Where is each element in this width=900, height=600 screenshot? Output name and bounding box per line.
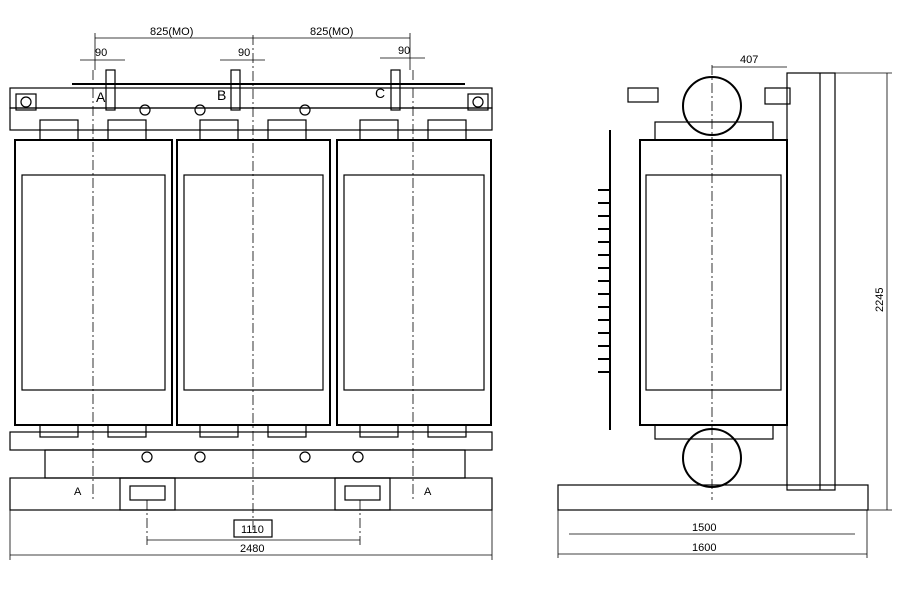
phase-label-a: A [96,89,106,105]
dim-pitch-left: 825(MO) [150,26,193,38]
dim-offset-a: 90 [95,47,107,59]
coil-c [336,119,492,438]
section-mark-left: A [74,486,82,498]
dim-overall-width: 1600 [692,542,716,554]
coil-a [14,119,173,438]
side-coil [639,139,788,426]
front-view: 825(MO) 825(MO) 90 90 90 A B C A A 1110 … [9,26,493,560]
bottom-yoke [44,449,466,479]
terminal-b [230,69,241,111]
dim-wheel-gauge-side: 1500 [692,522,716,534]
terminal-a [105,69,116,111]
top-clamp [9,87,493,109]
bottom-clamp [9,431,493,451]
dim-box [233,519,273,538]
dim-wheel-gauge-front: 1110 [241,524,264,536]
lv-bushing [764,87,791,105]
phase-label-c: C [375,85,385,101]
top-yoke [9,107,493,131]
coil-b [176,119,331,438]
side-frame [786,72,836,491]
hv-bushing [627,87,659,103]
dim-offset-c: 90 [398,45,410,57]
lifting-lug-left [15,93,37,111]
wheel-right [334,477,391,511]
base-frame [9,477,493,511]
dim-pitch-right: 825(MO) [310,26,353,38]
section-mark-right: A [424,486,432,498]
lifting-lug-right [467,93,489,111]
dim-overall-height: 2245 [874,288,886,312]
terminal-c [390,69,401,111]
dim-offset-b: 90 [238,47,250,59]
side-view: 407 2245 1500 1600 [557,54,892,558]
side-base [557,484,869,511]
tap-links [598,189,610,373]
dim-terminal-offset: 407 [740,54,758,66]
phase-label-b: B [217,87,226,103]
top-yoke-section [682,76,742,136]
dim-overall-length: 2480 [240,543,264,555]
wheel-left [119,477,176,511]
